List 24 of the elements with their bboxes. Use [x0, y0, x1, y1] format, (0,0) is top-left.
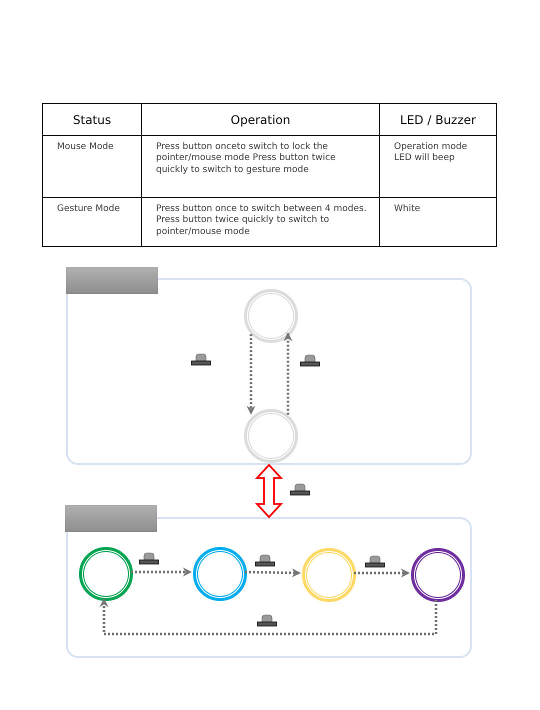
- arrow: [284, 332, 292, 415]
- column-header: Status: [72, 112, 112, 126]
- table-cell: Operation mode LED will beep: [394, 142, 468, 164]
- mode-panel: [66, 278, 472, 465]
- arrow: [244, 568, 301, 578]
- mode-panel: [66, 517, 472, 658]
- arrow: [100, 598, 438, 636]
- column-header: Operation: [230, 112, 290, 126]
- double-arrow: [254, 464, 284, 518]
- table-cell: Gesture Mode: [57, 204, 120, 214]
- arrow: [354, 568, 410, 578]
- table-cell: Press button onceto switch to lock the pointer/mouse mode Press button twice quickly to switch to gesture mode: [156, 142, 336, 174]
- arrow: [246, 334, 256, 415]
- table-cell: Press button once to switch between 4 modes. Press button twice quickly to switch to pointer/mouse mode: [156, 204, 367, 236]
- table-cell: Mouse Mode: [57, 142, 114, 152]
- column-header: LED / Buzzer: [400, 112, 476, 126]
- mode-circle: [244, 409, 298, 463]
- table-cell: White: [394, 204, 420, 214]
- mode-circle: [302, 548, 356, 602]
- mode-circle: [411, 548, 465, 602]
- mode-circle: [244, 289, 298, 343]
- mode-circle: [79, 547, 133, 601]
- arrow: [131, 568, 192, 576]
- mode-circle: [193, 547, 247, 601]
